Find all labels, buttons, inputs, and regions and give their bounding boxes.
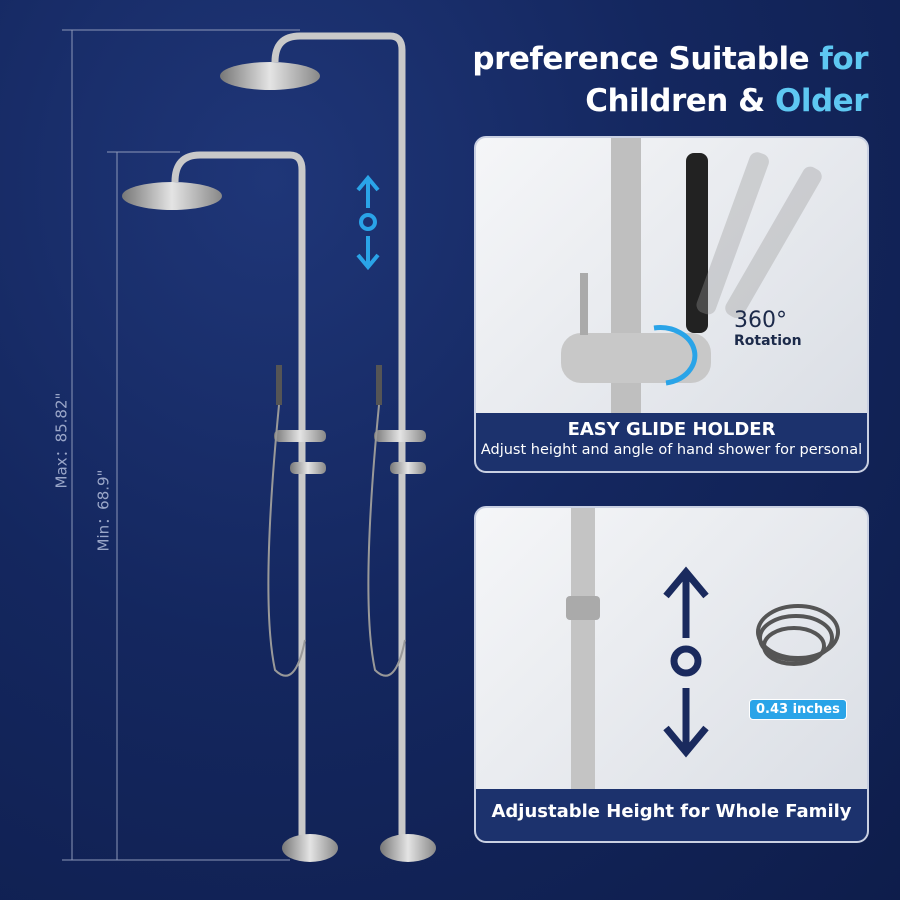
rotation-arrow-icon [653, 325, 698, 386]
feature-caption: EASY GLIDE HOLDER Adjust height and angl… [476, 413, 867, 471]
rotation-callout: 360° Rotation [734, 308, 802, 349]
feature-title: EASY GLIDE HOLDER [567, 419, 776, 440]
headline-accent: Older [775, 83, 868, 119]
dimension-lines [62, 29, 300, 861]
feature-title: Adjustable Height for Whole Family [491, 801, 852, 822]
rotation-label: Rotation [734, 333, 802, 349]
tall-shower [220, 32, 436, 862]
feature-panel-glide-holder: 360° Rotation EASY GLIDE HOLDER Adjust h… [474, 136, 869, 473]
holder-closeup-image [561, 138, 822, 418]
headline-text: Children & [585, 83, 765, 119]
up-down-arrow-icon [663, 566, 709, 758]
headline: preference Suitable for Children & Older [472, 38, 868, 122]
rotation-value: 360° [734, 308, 787, 333]
feature-caption: Adjustable Height for Whole Family [476, 789, 867, 841]
min-height-label: Min：68.9" [94, 469, 113, 552]
headline-accent: for [819, 41, 868, 77]
max-height-label: Max：85.82" [52, 392, 71, 489]
shower-illustration [62, 29, 436, 862]
height-adjust-icon [356, 174, 380, 271]
short-shower [122, 151, 338, 862]
feature-panel-adjustable-height: 0.43 inches Adjustable Height for Whole … [474, 506, 869, 843]
hose-image [756, 604, 840, 666]
headline-text: preference Suitable [472, 41, 810, 77]
pole-closeup-image [566, 508, 840, 798]
feature-description: Adjust height and angle of hand shower f… [480, 442, 863, 458]
hose-diameter-badge: 0.43 inches [749, 699, 847, 720]
